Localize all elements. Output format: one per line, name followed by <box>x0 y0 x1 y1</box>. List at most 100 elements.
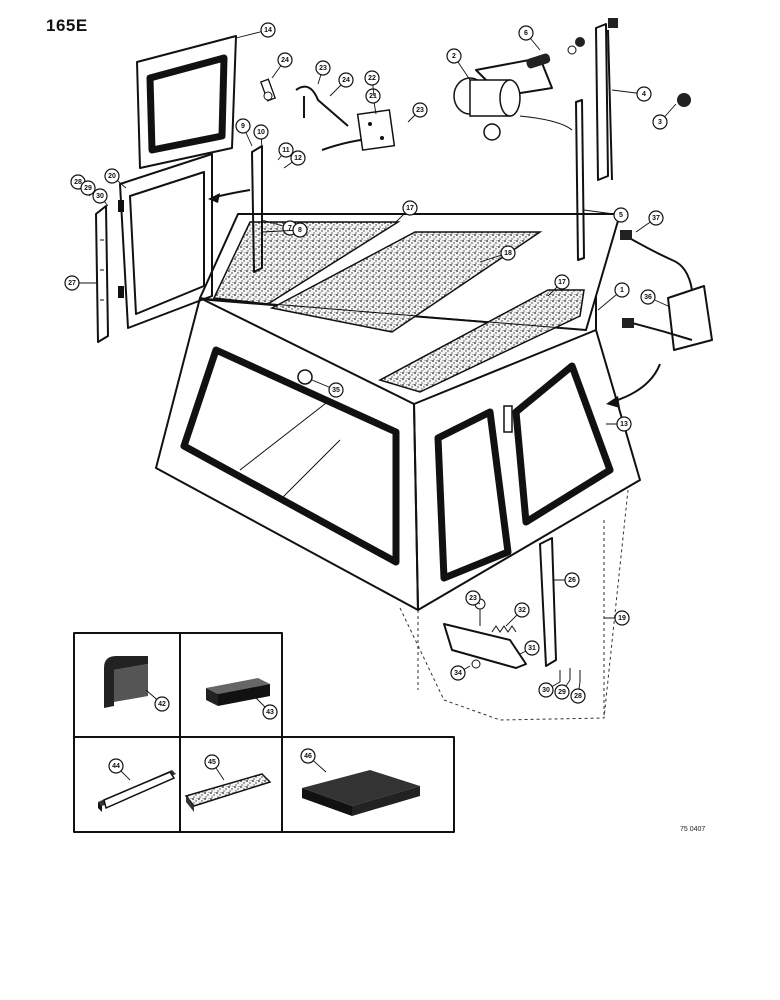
callout-circle <box>518 25 534 41</box>
callout-circle <box>64 275 80 291</box>
callout-label: 28 <box>74 179 82 186</box>
door-latch <box>503 405 513 433</box>
callout-32: 32 <box>505 602 530 627</box>
callout-circle <box>613 207 629 223</box>
callout-6: 6 <box>518 25 541 51</box>
callout-42: 42 <box>145 689 170 712</box>
callout-label: 35 <box>332 387 340 394</box>
callout-label: 32 <box>518 607 526 614</box>
callout-circle <box>554 684 570 700</box>
callout-30: 30 <box>92 188 109 207</box>
callout-circle <box>446 48 462 64</box>
callout-label: 23 <box>469 595 477 602</box>
callout-label: 43 <box>266 709 274 716</box>
callout-36: 36 <box>640 289 669 307</box>
callout-label: 7 <box>288 225 292 232</box>
callout-circle <box>648 210 664 226</box>
cab-front-window-left <box>434 408 512 582</box>
callout-label: 4 <box>642 91 646 98</box>
callout-14: 14 <box>235 22 276 39</box>
callout-label: 30 <box>96 193 104 200</box>
callout-label: 23 <box>416 107 424 114</box>
callout-44: 44 <box>108 758 131 781</box>
callout-20: 20 <box>104 168 127 189</box>
callout-22: 22 <box>364 70 380 97</box>
callout-28: 28 <box>570 681 586 704</box>
callout-label: 9 <box>241 123 245 130</box>
callout-circle <box>290 150 306 166</box>
cab-door-assembly <box>95 35 251 343</box>
callout-circle <box>640 289 656 305</box>
callout-label: 24 <box>281 57 289 64</box>
callout-17: 17 <box>547 274 570 297</box>
callout-label: 12 <box>294 155 302 162</box>
callout-circle <box>616 416 632 432</box>
callout-21: 21 <box>365 88 381 115</box>
callout-2: 2 <box>446 48 471 81</box>
callout-34: 34 <box>450 665 471 681</box>
callout-46: 46 <box>300 748 327 773</box>
callout-circle <box>570 688 586 704</box>
callout-label: 34 <box>454 670 462 677</box>
callout-label: 17 <box>406 205 414 212</box>
callout-45: 45 <box>204 754 225 781</box>
callout-circle <box>412 102 428 118</box>
callout-circle <box>92 188 108 204</box>
mirror-assembly <box>620 230 713 351</box>
callout-label: 20 <box>108 173 116 180</box>
callout-17: 17 <box>395 200 418 223</box>
callout-30: 30 <box>538 681 561 698</box>
callout-circle <box>260 22 276 38</box>
callout-12: 12 <box>283 150 306 169</box>
latch-hardware <box>259 78 396 151</box>
door-frame-strip <box>251 145 263 273</box>
callout-label: 26 <box>568 577 576 584</box>
callout-24: 24 <box>271 52 293 79</box>
callout-label: 28 <box>574 693 582 700</box>
callout-label: 13 <box>620 421 628 428</box>
callout-label: 3 <box>658 119 662 126</box>
headliner-panel-right <box>378 289 585 393</box>
callout-label: 46 <box>304 753 312 760</box>
callout-13: 13 <box>606 416 632 432</box>
callout-label: 18 <box>504 250 512 257</box>
callout-circle <box>554 274 570 290</box>
callout-43: 43 <box>255 697 278 720</box>
lower-hinge-hardware <box>443 537 581 682</box>
callout-label: 24 <box>342 77 350 84</box>
wiper-arm-blade <box>575 18 691 261</box>
callout-37: 37 <box>635 210 664 233</box>
callout-label: 5 <box>619 212 623 219</box>
callout-circle <box>204 754 220 770</box>
callout-label: 36 <box>644 294 652 301</box>
callout-24: 24 <box>329 72 354 97</box>
callout-label: 14 <box>264 27 272 34</box>
callout-label: 19 <box>618 615 626 622</box>
callout-circle <box>338 72 354 88</box>
callout-4: 4 <box>611 86 652 102</box>
insulation-pad-46 <box>302 770 420 806</box>
callout-circle <box>465 590 481 606</box>
callout-circle <box>564 572 580 588</box>
callout-26: 26 <box>554 572 580 588</box>
install-arrow-right <box>611 363 661 403</box>
callout-label: 10 <box>257 129 265 136</box>
callout-circle <box>235 118 251 134</box>
cab-side-window <box>180 346 400 566</box>
callout-circle <box>636 86 652 102</box>
callout-label: 30 <box>542 687 550 694</box>
callout-circle <box>300 748 316 764</box>
callout-23: 23 <box>407 102 428 123</box>
callout-19: 19 <box>604 610 630 626</box>
callout-label: 27 <box>68 280 76 287</box>
wiper-knob <box>677 93 691 107</box>
callout-29: 29 <box>554 679 571 700</box>
callout-circle <box>278 142 294 158</box>
callout-label: 6 <box>524 30 528 37</box>
callout-circle <box>514 602 530 618</box>
callout-circle <box>402 200 418 216</box>
callout-label: 21 <box>369 93 377 100</box>
callout-label: 31 <box>528 645 536 652</box>
callout-circle <box>538 682 554 698</box>
